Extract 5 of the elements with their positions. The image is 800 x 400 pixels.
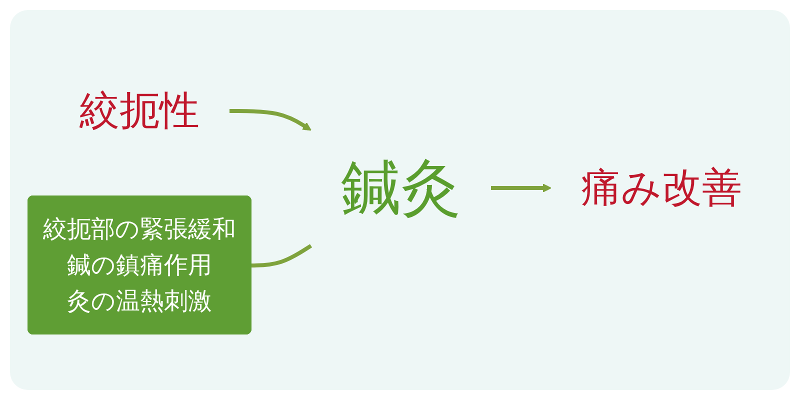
node-text: 鍼灸 bbox=[341, 153, 461, 223]
connector bbox=[251, 244, 312, 268]
node-text: 痛み改善 bbox=[581, 165, 742, 211]
arrow bbox=[230, 109, 312, 131]
arrow bbox=[491, 184, 552, 192]
